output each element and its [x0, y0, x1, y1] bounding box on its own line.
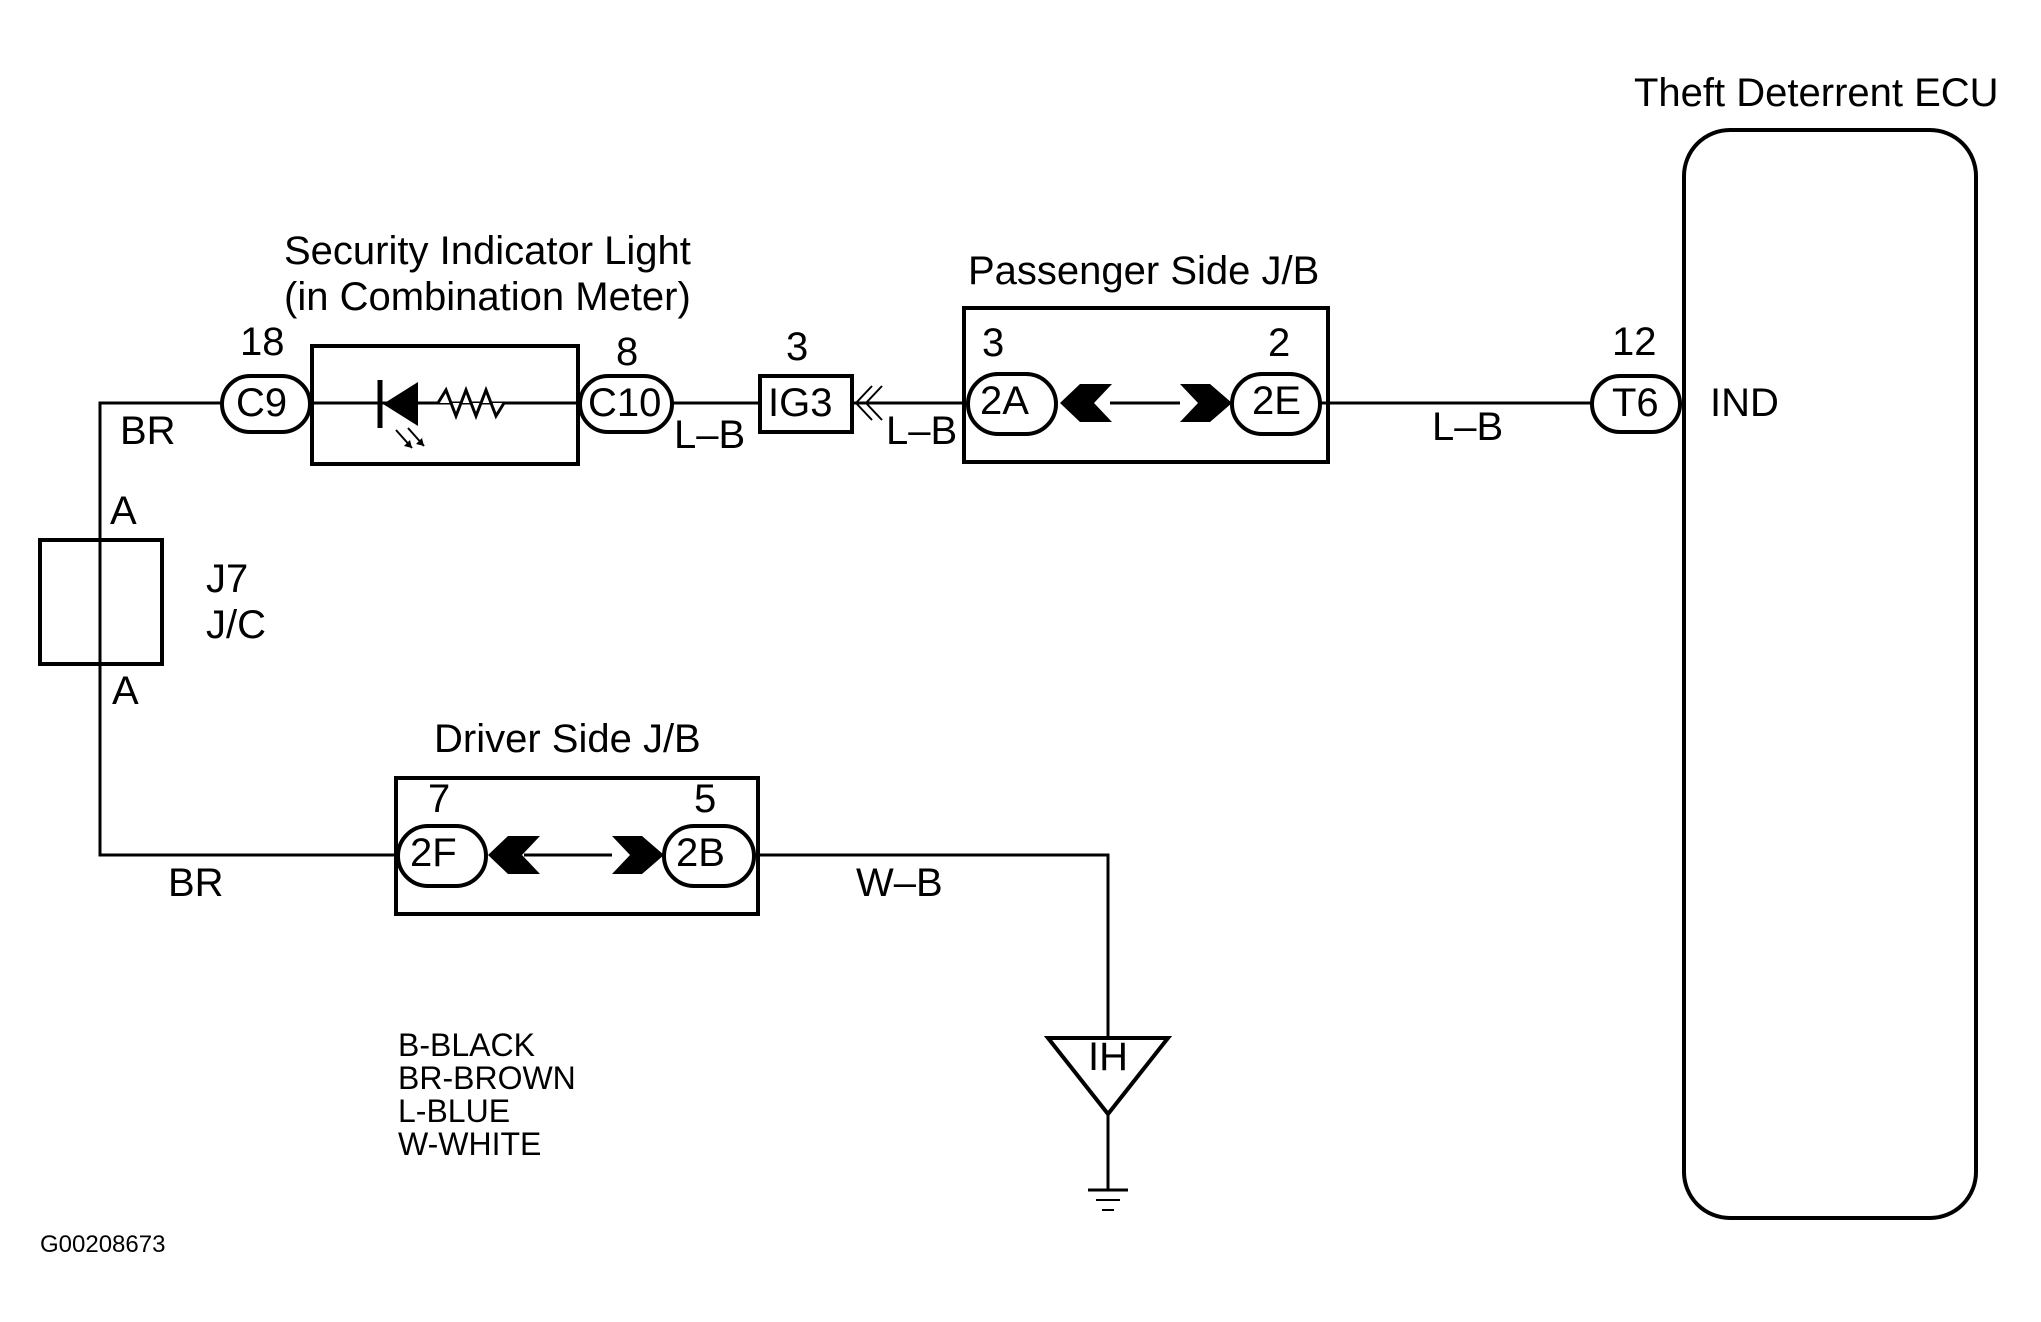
wire-label-lb-c10: L–B [674, 413, 745, 457]
driver-side-jb: Driver Side J/B 7 5 2F 2B [394, 717, 760, 916]
legend-item: B-BLACK [398, 1027, 535, 1063]
wire-label-wb: W–B [856, 861, 943, 905]
connector-2e-label: 2E [1252, 379, 1301, 423]
wire-label-br-top: BR [120, 409, 176, 453]
pass-jb-left-pin: 3 [982, 321, 1004, 365]
ecu-title: Theft Deterrent ECU [1634, 71, 1999, 115]
chevron-double-icon [854, 385, 873, 421]
drv-jb-box [394, 776, 760, 916]
connector-c9 [220, 374, 312, 434]
connector-2b-label: 2B [676, 831, 725, 875]
light-title-line2: (in Combination Meter) [284, 275, 691, 319]
wire-label-lb-ecu: L–B [1432, 405, 1503, 449]
wires [98, 401, 1592, 1190]
ground-symbol-icon [1088, 1188, 1128, 1211]
light-left-pin-number: 18 [240, 320, 285, 364]
passenger-side-jb: Passenger Side J/B 3 2 2A 2E [962, 249, 1330, 464]
drv-jb-title: Driver Side J/B [434, 717, 701, 761]
legend-item: BR-BROWN [398, 1060, 576, 1096]
light-right-pin-number: 8 [616, 330, 638, 374]
color-legend: B-BLACK BR-BROWN L-BLUE W-WHITE [398, 1027, 576, 1162]
connector-arrow-right-icon [612, 836, 664, 874]
wire-label-br-bottom: BR [168, 861, 224, 905]
wire-wb-ground [754, 853, 1110, 1040]
jc-bottom-terminal: A [112, 669, 139, 713]
jc-top-terminal: A [110, 489, 137, 533]
connector-t6-label: T6 [1612, 381, 1659, 425]
connector-2e [1230, 372, 1322, 436]
led-icon [377, 380, 425, 449]
connector-2a [966, 372, 1058, 436]
connector-c9-label: C9 [236, 381, 287, 425]
wire-label-lb-2a: L–B [886, 409, 957, 453]
connector-ig3-label: IG3 [768, 381, 832, 425]
jc-name-line2: J/C [206, 603, 266, 647]
ig3-pin-number: 3 [786, 325, 808, 369]
resistor-icon [436, 385, 506, 421]
connector-2f-label: 2F [410, 831, 457, 875]
pass-jb-title: Passenger Side J/B [968, 249, 1319, 293]
ecu-box [1682, 128, 1978, 1220]
legend-item: W-WHITE [398, 1126, 541, 1162]
security-indicator-light: Security Indicator Light (in Combination… [220, 229, 691, 466]
ground-label: IH [1088, 1035, 1128, 1079]
legend-item: L-BLUE [398, 1093, 510, 1129]
connector-c10 [578, 374, 674, 434]
ig3-connector-group: 3 IG3 [758, 325, 883, 434]
jc-name-line1: J7 [206, 557, 248, 601]
theft-deterrent-ecu: Theft Deterrent ECU 12 T6 IND [1590, 71, 1999, 1220]
pass-jb-right-pin: 2 [1268, 321, 1290, 365]
connector-2b [662, 824, 756, 888]
ecu-pin-number: 12 [1612, 320, 1657, 364]
ecu-terminal-ind: IND [1710, 381, 1779, 425]
wire-labels: BR L–B L–B L–B BR W–B [120, 405, 1503, 905]
drv-jb-left-pin: 7 [428, 777, 450, 821]
connector-arrow-left-icon [1060, 384, 1112, 422]
connector-c10-label: C10 [588, 381, 661, 425]
connector-2a-label: 2A [980, 379, 1029, 423]
ground-point: IH [1043, 1035, 1173, 1211]
junction-connector-j7: A A J7 J/C [38, 489, 266, 713]
light-title-line1: Security Indicator Light [284, 229, 691, 273]
connector-arrow-right-icon [1180, 384, 1232, 422]
pass-jb-box [962, 306, 1330, 464]
light-box [310, 344, 580, 466]
drv-jb-right-pin: 5 [694, 777, 716, 821]
ground-triangle-icon [1043, 1036, 1173, 1118]
figure-id: G00208673 [40, 1231, 165, 1258]
connector-2f [396, 824, 488, 888]
connector-ig3 [758, 374, 854, 434]
connector-t6 [1590, 374, 1682, 434]
connector-arrow-left-icon [488, 836, 540, 874]
